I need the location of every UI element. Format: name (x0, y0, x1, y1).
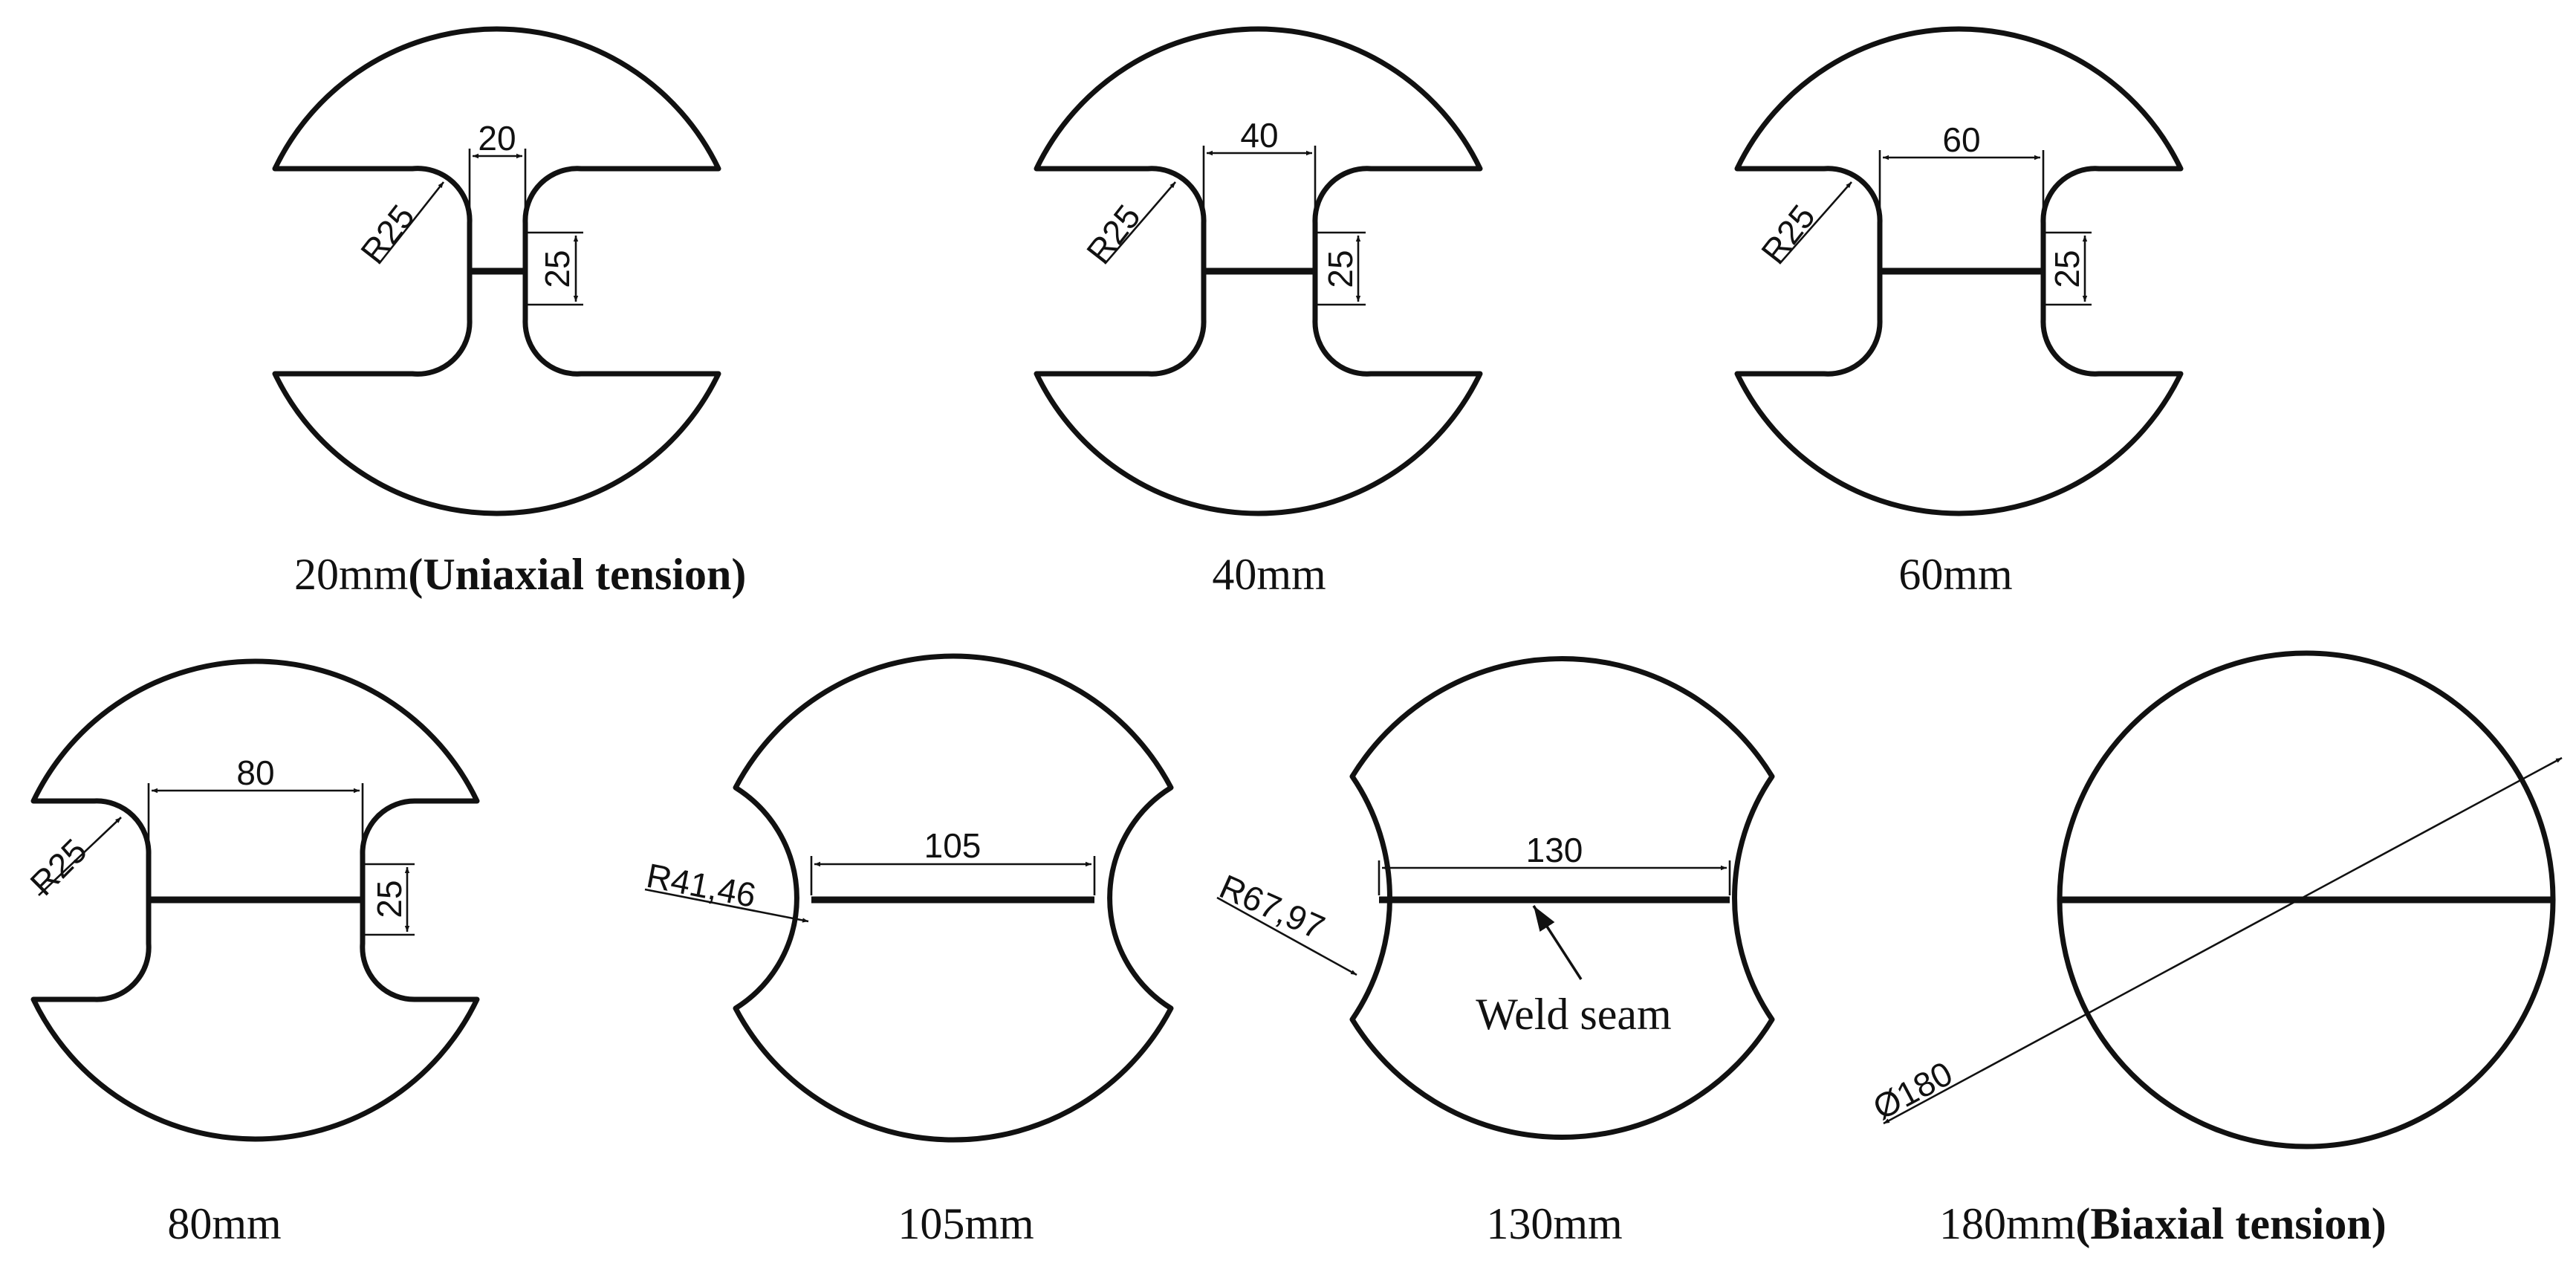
caption: 60mm (1898, 550, 2012, 599)
width-dimension: 60 (1878, 120, 2045, 223)
weld-seam-arrow (1532, 905, 1583, 980)
width-label: 20 (478, 119, 516, 158)
radius-label: R67,97 (1214, 867, 1331, 947)
specimen-outline (1734, 26, 2184, 516)
radius-label: R25 (1079, 198, 1148, 271)
specimen-80mm: 80 R25 25 80mm (22, 658, 480, 1248)
radius-dimension: R25 (22, 817, 122, 903)
specimen-outline (1349, 656, 1775, 1140)
height-label: 25 (370, 880, 409, 918)
weld-seam-annotation: Weld seam (1476, 905, 1672, 1039)
specimen-outline (1034, 26, 1483, 516)
height-dimension: 25 (525, 231, 583, 306)
radius-dimension: R67,97 (1214, 867, 1357, 976)
width-label: 40 (1240, 116, 1278, 155)
caption: 130mm (1486, 1199, 1622, 1248)
weld-seam-label: Weld seam (1476, 990, 1671, 1039)
width-label: 130 (1526, 831, 1583, 869)
caption: 105mm (898, 1199, 1034, 1248)
height-label: 25 (538, 250, 577, 288)
height-dimension: 25 (1315, 231, 1366, 306)
radius-label: R25 (353, 198, 422, 271)
width-dimension: 20 (468, 119, 527, 223)
specimen-105mm: 105 R41,46 105mm (643, 653, 1174, 1248)
width-dimension: 80 (147, 753, 364, 854)
width-label: 105 (924, 826, 982, 865)
specimen-20mm: 20 R25 25 20mm(Uniaxial tension) (272, 26, 746, 599)
specimen-outline (733, 653, 1174, 1143)
diameter-label: Ø180 (1866, 1054, 1959, 1127)
specimen-outline (30, 658, 480, 1142)
radius-dimension: R25 (353, 181, 445, 271)
radius-dimension: R25 (1753, 181, 1852, 271)
radius-label: R25 (22, 831, 94, 903)
specimen-130mm: 130 R67,97 Weld seam 130mm (1214, 656, 1775, 1248)
caption: 180mm(Biaxial tension) (1939, 1199, 2387, 1248)
specimen-180mm: Ø180 180mm(Biaxial tension) (1866, 650, 2563, 1248)
radius-dimension: R25 (1079, 181, 1176, 271)
diameter-dimension: Ø180 (1866, 756, 2563, 1127)
specimen-60mm: 60 R25 25 60mm (1734, 26, 2184, 599)
radius-dimension: R41,46 (643, 856, 809, 923)
height-label: 25 (1321, 250, 1360, 288)
specimen-outline (272, 26, 721, 516)
radius-label: R25 (1753, 198, 1823, 271)
specimen-40mm: 40 R25 25 40mm (1034, 26, 1483, 599)
height-dimension: 25 (2043, 231, 2092, 306)
caption: 40mm (1212, 550, 1326, 599)
height-label: 25 (2048, 250, 2086, 288)
caption: 80mm (167, 1199, 281, 1248)
caption: 20mm(Uniaxial tension) (294, 550, 746, 599)
width-label: 60 (1942, 120, 1980, 159)
width-dimension: 40 (1202, 116, 1317, 223)
width-dimension: 105 (810, 826, 1096, 895)
radius-label: R41,46 (643, 856, 759, 915)
width-dimension: 130 (1378, 831, 1731, 895)
height-dimension: 25 (363, 863, 415, 936)
width-label: 80 (236, 753, 274, 792)
